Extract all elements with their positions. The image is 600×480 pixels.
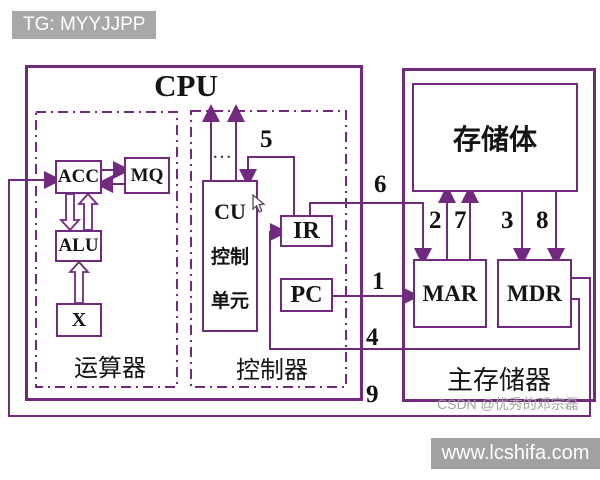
wire-ir-to-cu-5 — [239, 156, 295, 215]
mdr-label: MDR — [507, 280, 562, 306]
mouse-cursor-icon — [252, 194, 266, 213]
mdr-register: MDR — [497, 259, 572, 328]
hollow-arrow-acc-to-alu — [58, 193, 82, 232]
mq-label: MQ — [130, 164, 164, 186]
csdn-watermark: CSDN @优秀的邓宗磊 — [437, 396, 579, 412]
hollow-arrow-x-to-alu — [67, 260, 91, 304]
main-memory-label: 主存储器 — [446, 366, 551, 395]
x-label: X — [71, 308, 87, 331]
x-register: X — [56, 303, 102, 337]
flow-label-2: 2 — [429, 207, 442, 234]
flow-label-7: 7 — [454, 207, 467, 234]
flow-label-8: 8 — [536, 207, 549, 234]
flow-label-6: 6 — [374, 171, 387, 198]
wire-ir-to-mar-6 — [309, 202, 432, 266]
flow-label-1: 1 — [372, 268, 385, 295]
alu-block: ALU — [55, 230, 102, 262]
site-watermark: www.lcshifa.com — [431, 438, 600, 469]
cpu-box — [25, 65, 363, 401]
control-unit-label: 控制器 — [236, 358, 308, 384]
wire-mdr-to-ir-4 — [269, 223, 580, 350]
pc-label: PC — [290, 281, 323, 308]
arithmetic-unit-label: 运算器 — [74, 356, 146, 382]
cu-control-unit-block: CU 控制 单元 — [202, 180, 258, 332]
pc-register: PC — [280, 278, 333, 312]
alu-label: ALU — [58, 235, 99, 256]
flow-label-3: 3 — [501, 207, 514, 234]
cu-label-line3: 单元 — [210, 291, 249, 313]
memory-bank-block: 存储体 — [412, 83, 578, 192]
flow-label-9: 9 — [366, 381, 379, 408]
memory-bank-label: 存储体 — [452, 124, 537, 156]
flow-label-4: 4 — [366, 324, 379, 351]
ir-label: IR — [293, 217, 320, 244]
channel-tag: TG: MYYJJPP — [12, 11, 157, 39]
ir-register: IR — [280, 215, 333, 247]
mq-register: MQ — [124, 157, 170, 194]
mar-label: MAR — [422, 280, 478, 306]
cpu-title: CPU — [154, 68, 218, 103]
hollow-arrow-alu-to-acc — [76, 192, 100, 231]
mar-register: MAR — [413, 259, 487, 328]
main-memory-box — [402, 68, 596, 402]
control-signal-dots: … — [212, 141, 234, 163]
acc-register: ACC — [55, 160, 102, 194]
arithmetic-unit-dashed-box — [35, 111, 178, 388]
acc-label: ACC — [57, 166, 100, 187]
cu-label: CU — [214, 198, 246, 224]
flow-label-5: 5 — [260, 126, 273, 153]
wire-mdr-to-acc-9 — [8, 171, 591, 417]
site-watermark-text: www.lcshifa.com — [441, 442, 590, 464]
control-unit-dashed-box — [190, 110, 347, 388]
cu-label-line2: 控制 — [210, 246, 249, 268]
